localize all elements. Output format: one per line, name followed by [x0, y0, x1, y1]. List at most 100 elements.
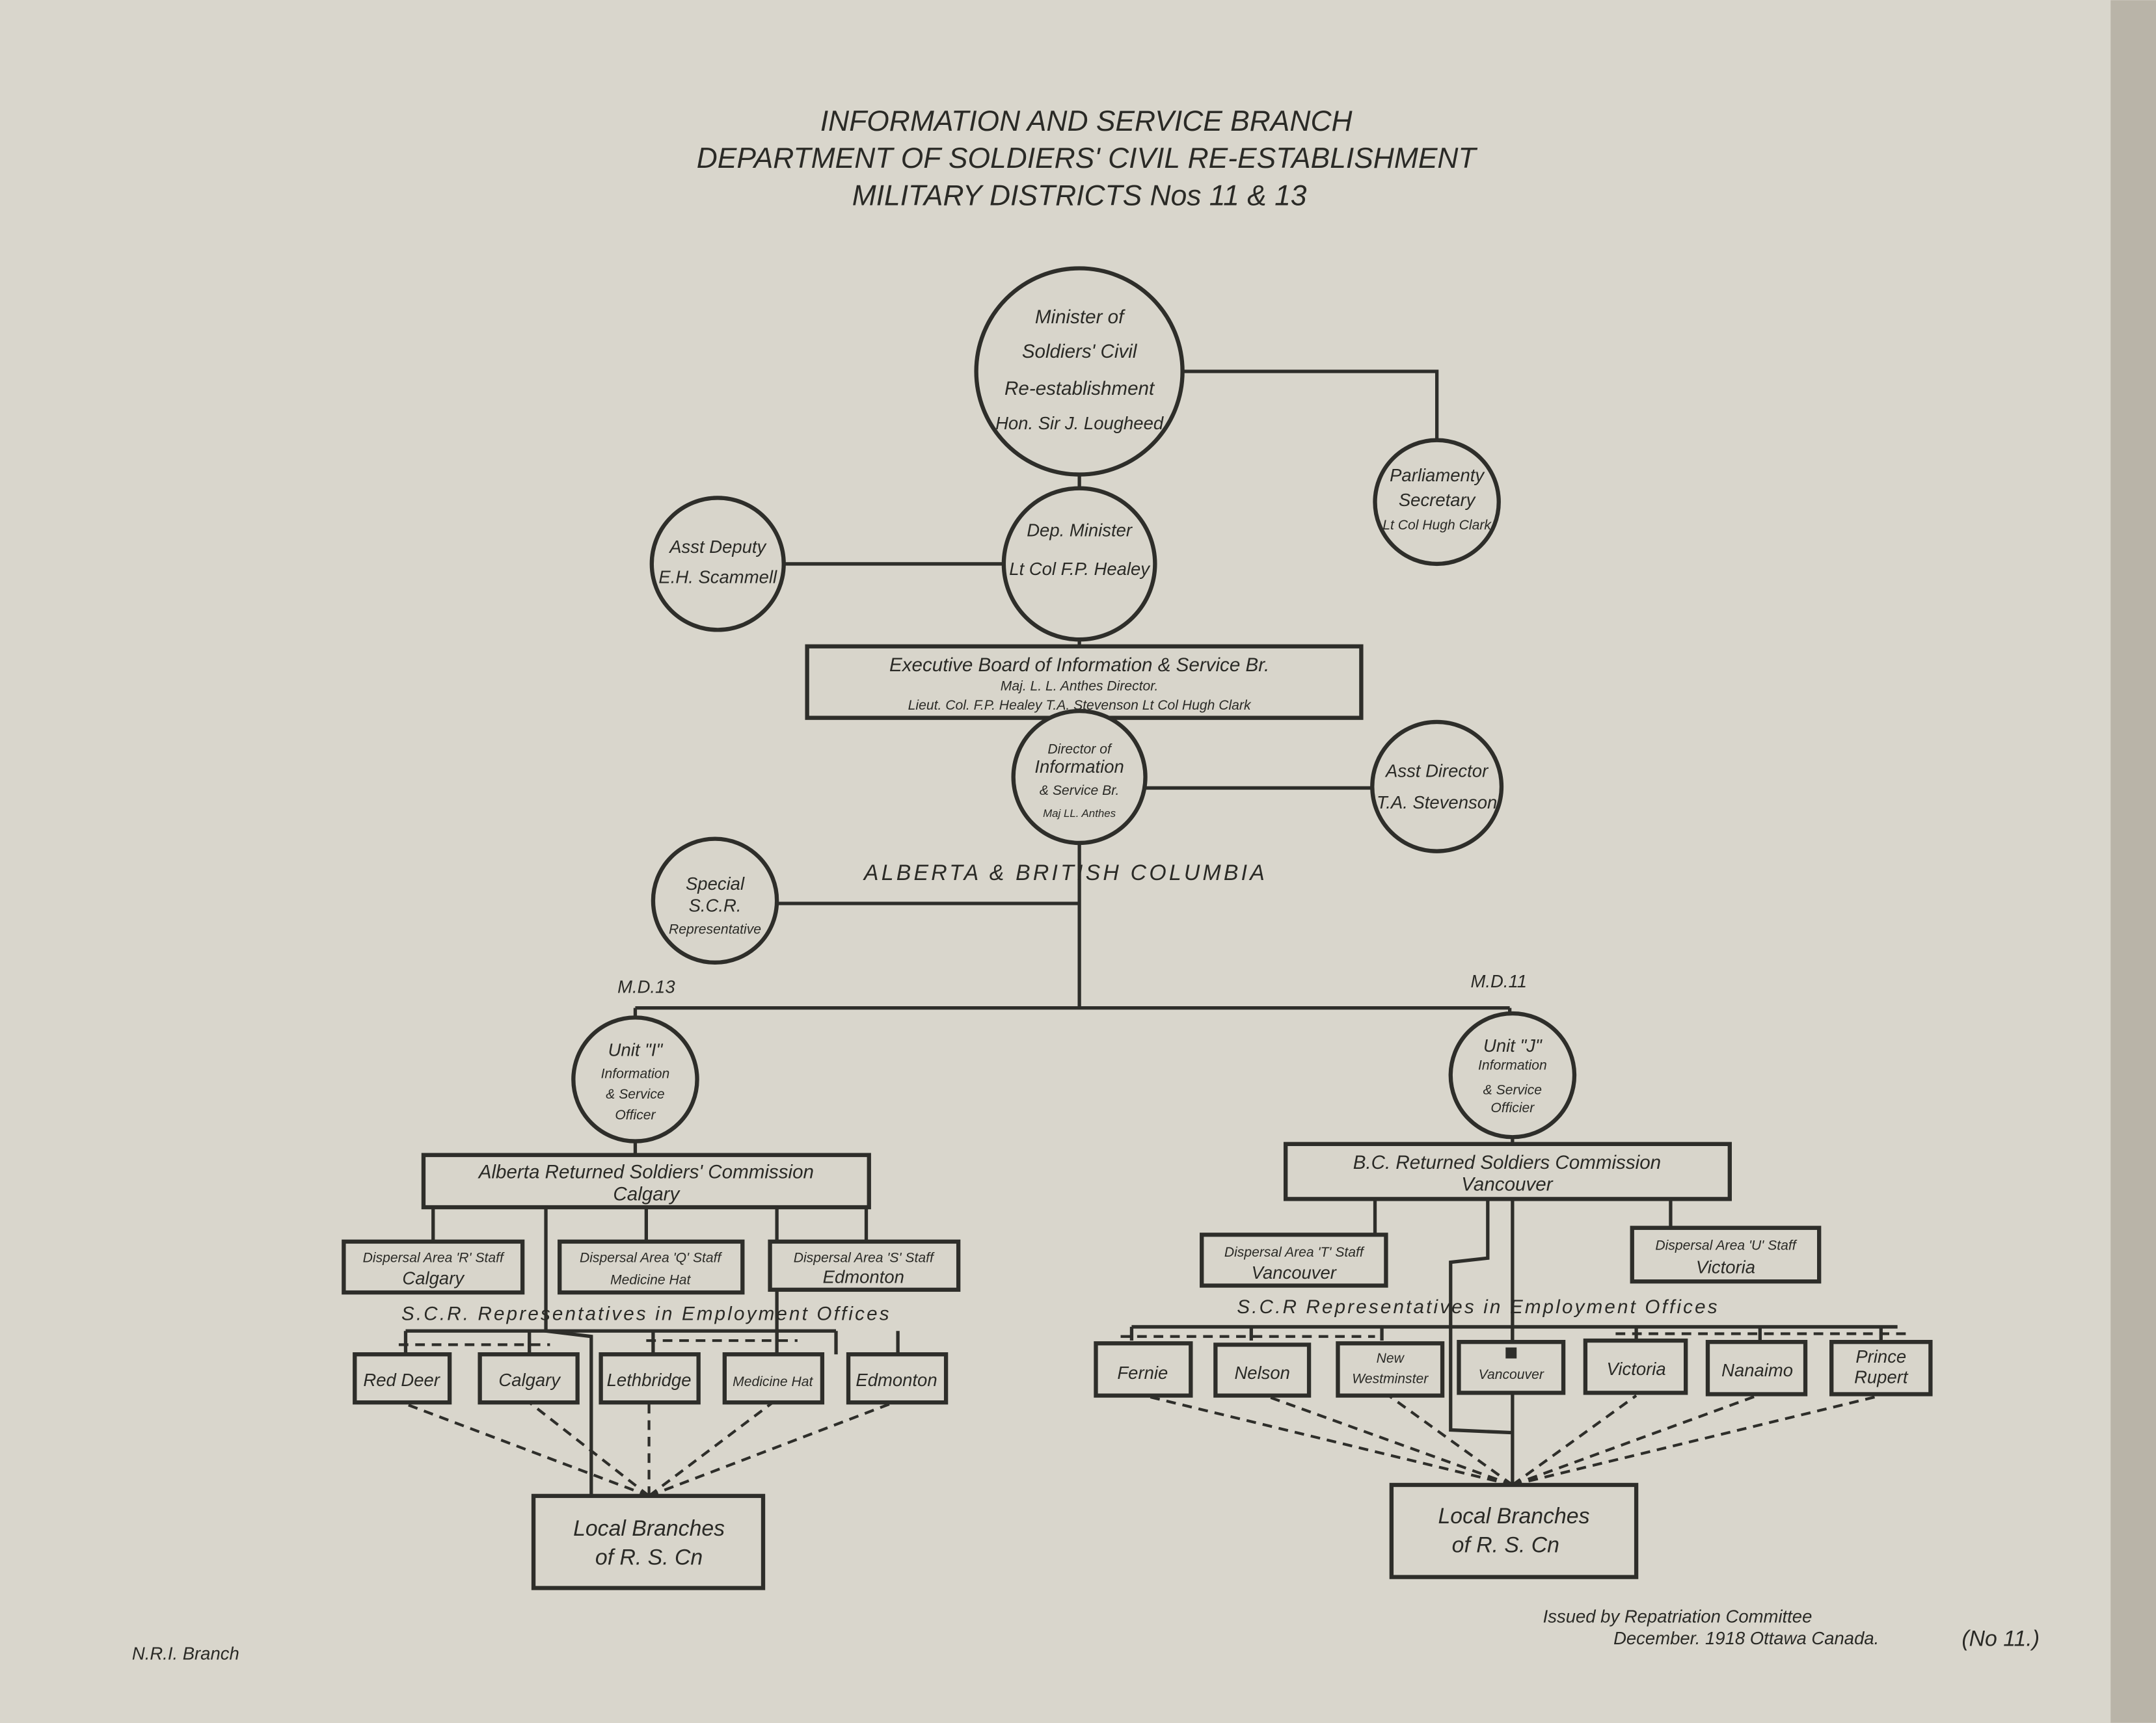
office-vancouver: Vancouver	[1457, 1340, 1566, 1395]
office-label: Calgary	[498, 1370, 561, 1390]
office-label: Nelson	[1234, 1363, 1290, 1383]
office-label: Victoria	[1607, 1359, 1666, 1379]
director-line-3: & Service Br.	[1040, 783, 1119, 798]
office-label: Fernie	[1117, 1363, 1168, 1383]
dispersal-r-line-2: Calgary	[402, 1268, 465, 1288]
office-victoria: Victoria	[1583, 1338, 1688, 1395]
director-line-4: Maj LL. Anthes	[1043, 807, 1116, 820]
md11-label: M.D.11	[1470, 971, 1527, 991]
dispersal-area-r: Dispersal Area 'R' Staff Calgary	[342, 1239, 525, 1295]
office-calgary: Calgary	[478, 1352, 580, 1405]
asst-deputy-node: Asst Deputy E.H. Scammell	[649, 496, 786, 632]
asst-deputy-line-2: E.H. Scammell	[658, 567, 777, 587]
md11-unit-line-2: Information	[1478, 1058, 1547, 1073]
md11-local-branches: Local Branches of R. S. Cn	[1389, 1482, 1639, 1579]
bc-commission-line-2: Vancouver	[1461, 1174, 1553, 1195]
office-label-2: Westminster	[1352, 1372, 1429, 1387]
local-branches-line-2: of R. S. Cn	[1452, 1533, 1559, 1558]
exec-board-line-2: Maj. L. L. Anthes Director.	[1001, 678, 1159, 693]
parl-sec-line-3: Lt Col Hugh Clark	[1382, 518, 1492, 533]
dispersal-area-u: Dispersal Area 'U' Staff Victoria	[1630, 1225, 1822, 1284]
special-scr-line-2: S.C.R.	[689, 896, 742, 916]
minister-line-4: Hon. Sir J. Lougheed	[995, 413, 1164, 433]
alberta-commission-node: Alberta Returned Soldiers' Commission Ca…	[421, 1153, 871, 1210]
dispersal-s-line-1: Dispersal Area 'S' Staff	[794, 1251, 935, 1266]
parliamentary-secretary-node: Parliamenty Secretary Lt Col Hugh Clark	[1373, 438, 1501, 567]
office-label: Edmonton	[856, 1370, 937, 1390]
dispersal-r-line-1: Dispersal Area 'R' Staff	[363, 1251, 505, 1266]
dispersal-area-t: Dispersal Area 'T' Staff Vancouver	[1200, 1233, 1388, 1288]
exec-board-line-1: Executive Board of Information & Service…	[889, 654, 1269, 676]
special-scr-node: Special S.C.R. Representative	[651, 836, 779, 965]
dispersal-area-s: Dispersal Area 'S' Staff Edmonton	[768, 1239, 961, 1292]
region-label: ALBERTA & BRITISH COLUMBIA	[863, 861, 1267, 885]
office-medicine-hat: Medicine Hat	[722, 1352, 825, 1405]
md13-label: M.D.13	[617, 976, 675, 996]
branch-label: N.R.I. Branch	[132, 1643, 239, 1663]
md11-scr-label: S.C.R Representatives in Employment Offi…	[1237, 1296, 1719, 1318]
asst-deputy-line-1: Asst Deputy	[668, 537, 767, 557]
office-label: Medicine Hat	[733, 1374, 813, 1389]
issued-by: Issued by Repatriation Committee	[1543, 1606, 1812, 1626]
md11-unit-line-3: & Service	[1483, 1083, 1542, 1098]
office-label: Lethbridge	[607, 1370, 692, 1390]
dep-minister-node: Dep. Minister Lt Col F.P. Healey	[1001, 486, 1157, 642]
office-nanaimo: Nanaimo	[1705, 1340, 1808, 1396]
special-scr-line-1: Special	[686, 874, 745, 894]
office-label: Vancouver	[1479, 1367, 1544, 1382]
md11-unit-node: Unit "J" Information & Service Officier	[1448, 1011, 1577, 1140]
dispersal-t-line-2: Vancouver	[1252, 1262, 1338, 1283]
md13-unit-line-2: Information	[601, 1066, 670, 1081]
title-line-1: INFORMATION AND SERVICE BRANCH	[820, 105, 1353, 137]
md11-unit-line-1: Unit "J"	[1483, 1035, 1543, 1056]
director-line-2: Information	[1034, 756, 1124, 777]
local-branches-line-1: Local Branches	[573, 1516, 725, 1541]
dep-minister-line-1: Dep. Minister	[1027, 520, 1133, 541]
md13-unit-node: Unit "I" Information & Service Officer	[571, 1015, 699, 1143]
dispersal-q-line-1: Dispersal Area 'Q' Staff	[580, 1251, 723, 1266]
bc-commission-node: B.C. Returned Soldiers Commission Vancou…	[1283, 1142, 1732, 1201]
sheet-number: (No 11.)	[1961, 1626, 2040, 1651]
dispersal-u-line-2: Victoria	[1696, 1257, 1755, 1277]
md13-offices: Red Deer Calgary Lethbridge Medicine Hat…	[353, 1352, 949, 1405]
office-edmonton: Edmonton	[846, 1352, 949, 1405]
director-line-1: Director of	[1047, 742, 1112, 757]
office-red-deer: Red Deer	[353, 1352, 452, 1405]
page-edge	[2110, 0, 2156, 1723]
minister-node: Minister of Soldiers' Civil Re-establish…	[974, 266, 1185, 477]
minister-line-3: Re-establishment	[1004, 378, 1155, 399]
alberta-commission-line-2: Calgary	[613, 1183, 680, 1205]
asst-director-line-1: Asst Director	[1384, 761, 1489, 781]
title-line-3: MILITARY DISTRICTS Nos 11 & 13	[852, 180, 1307, 211]
issued-date: December. 1918 Ottawa Canada.	[1613, 1628, 1879, 1648]
md13-unit-line-1: Unit "I"	[608, 1040, 664, 1060]
minister-line-1: Minister of	[1035, 306, 1125, 328]
office-fernie: Fernie	[1094, 1341, 1193, 1398]
office-nelson: Nelson	[1213, 1342, 1312, 1398]
asst-director-line-2: T.A. Stevenson	[1377, 792, 1497, 812]
office-label: Nanaimo	[1721, 1360, 1793, 1380]
dispersal-u-line-1: Dispersal Area 'U' Staff	[1655, 1238, 1797, 1253]
marker-square	[1505, 1347, 1517, 1359]
local-branches-line-1: Local Branches	[1438, 1504, 1590, 1529]
parl-sec-line-1: Parliamenty	[1390, 465, 1485, 485]
office-lethbridge: Lethbridge	[599, 1352, 701, 1405]
office-label: Red Deer	[363, 1370, 440, 1390]
dispersal-q-line-2: Medicine Hat	[610, 1272, 691, 1287]
md13-unit-line-4: Officer	[615, 1108, 656, 1123]
exec-board-line-3: Lieut. Col. F.P. Healey T.A. Stevenson L…	[908, 698, 1252, 713]
special-scr-line-3: Representative	[669, 922, 761, 937]
local-branches-line-2: of R. S. Cn	[595, 1545, 703, 1570]
executive-board-node: Executive Board of Information & Service…	[805, 644, 1364, 720]
dep-minister-line-2: Lt Col F.P. Healey	[1009, 559, 1151, 579]
director-node: Director of Information & Service Br. Ma…	[1011, 708, 1148, 846]
md11-unit-line-4: Officier	[1490, 1101, 1535, 1115]
title-line-2: DEPARTMENT OF SOLDIERS' CIVIL RE-ESTABLI…	[697, 142, 1478, 174]
dispersal-area-q: Dispersal Area 'Q' Staff Medicine Hat	[558, 1239, 745, 1295]
md13-unit-line-3: & Service	[606, 1087, 664, 1102]
dispersal-s-line-2: Edmonton	[823, 1266, 904, 1287]
